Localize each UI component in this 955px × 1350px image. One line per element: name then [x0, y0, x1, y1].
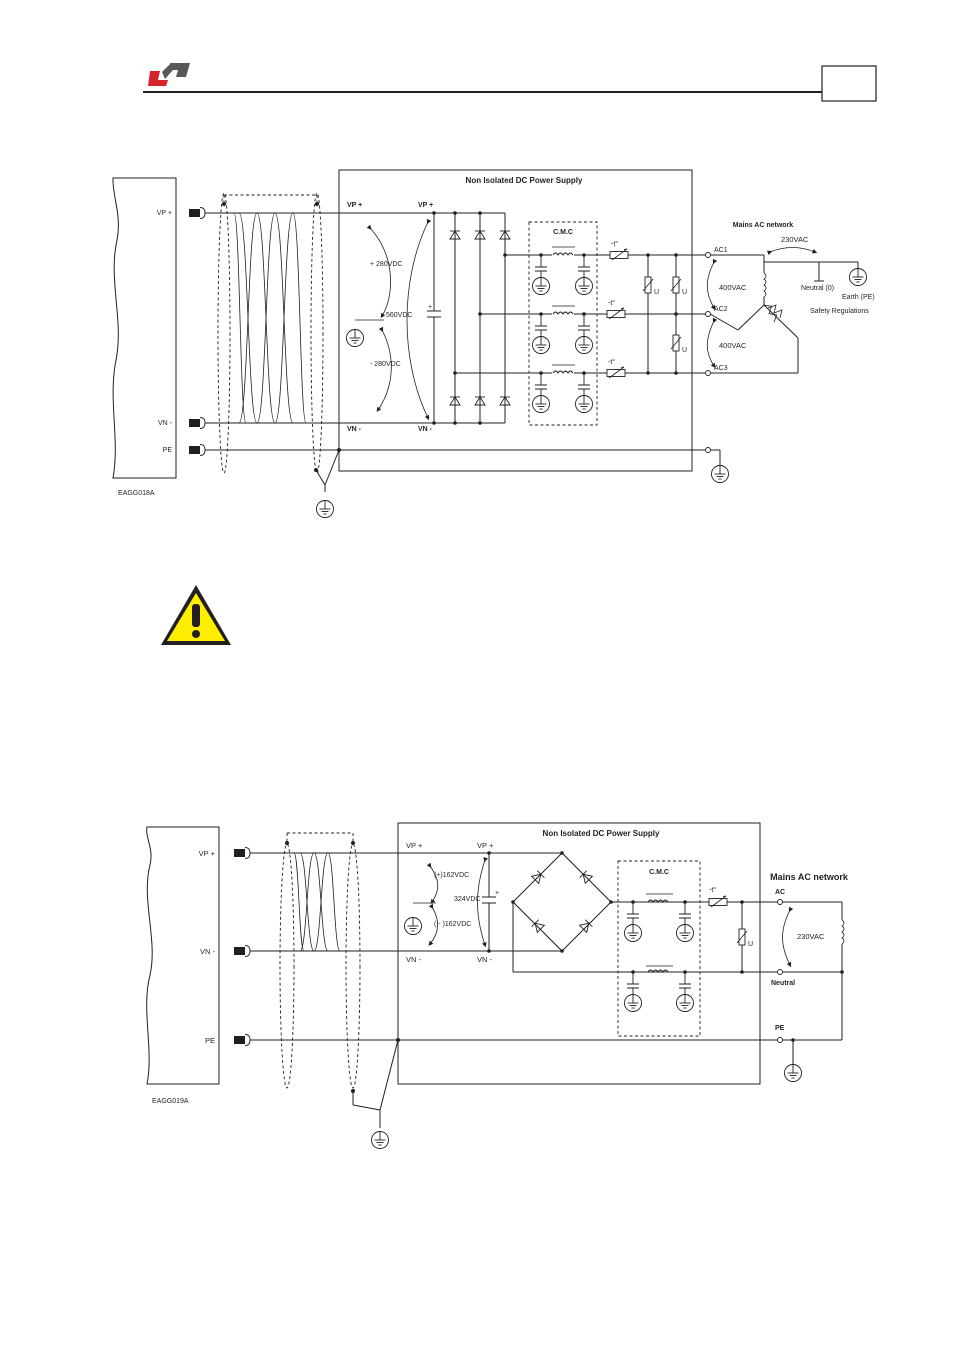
supply-title-2: Non Isolated DC Power Supply: [543, 829, 660, 838]
ac3-label: AC3: [714, 365, 728, 372]
cmc-box: [528, 221, 598, 426]
safety-label: Safety Regulations: [810, 308, 869, 315]
v-mid: 560VDC: [386, 312, 412, 319]
network-title: Mains AC network: [733, 222, 794, 229]
vac400-label-b: 400VAC: [719, 341, 747, 350]
v-mid-2: 324VDC: [454, 896, 480, 903]
v-plus-2: (+)162VDC: [434, 872, 469, 879]
v-minus: - 280VDC: [370, 361, 401, 368]
page-number-box: [821, 65, 877, 102]
vac230-label: 230VAC: [781, 235, 809, 244]
vac230-label-2: 230VAC: [797, 932, 825, 941]
drive-pe-label: PE: [163, 447, 173, 454]
v-minus-2: ( - )162VDC: [434, 921, 471, 928]
vp-label: VP +: [347, 202, 362, 209]
vp-label-b: VP +: [406, 841, 423, 850]
pe-net-label: PE: [775, 1025, 785, 1032]
company-logo: [148, 63, 190, 86]
cmc-box-2: [617, 860, 701, 1037]
supply-box: [338, 169, 693, 472]
vp-label-2: VP +: [418, 202, 433, 209]
drive-vn-label: VN -: [158, 420, 173, 427]
ntc-2: -t°: [608, 299, 615, 307]
diagram-code: EAGG018A: [118, 490, 155, 497]
ntc-b: -t°: [709, 886, 716, 894]
vdr-3: U: [682, 347, 687, 354]
drive-vp-label-2: VP +: [199, 849, 216, 858]
twisted-cable-2: [279, 843, 361, 1089]
diagram-code-2: EAGG019A: [152, 1098, 189, 1105]
drive-pe-label-2: PE: [205, 1036, 215, 1045]
v-plus: + 280VDC: [370, 261, 403, 268]
drive-body: [112, 177, 177, 479]
neutral-label: Neutral (0): [801, 285, 834, 292]
diagram-three-phase: VP + VN - PE EAGG018A: [112, 169, 875, 518]
vn-label-b: VN -: [406, 955, 422, 964]
ac2-label: AC2: [714, 306, 728, 313]
earth-label: Earth (PE): [842, 294, 875, 301]
supply-title: Non Isolated DC Power Supply: [466, 176, 583, 185]
drive-vn-label-2: VN -: [200, 947, 216, 956]
cap-plus-2: +: [495, 890, 499, 897]
vdr-2: U: [682, 289, 687, 296]
warning-icon: [161, 585, 231, 645]
cap-plus: +: [428, 304, 432, 311]
vac400-label-a: 400VAC: [719, 283, 747, 292]
vdr-1: U: [654, 289, 659, 296]
ntc-1: -t°: [611, 240, 618, 248]
ac-label: AC: [775, 889, 785, 896]
supply-box-2: [397, 822, 761, 1085]
cmc-label-2: C.M.C: [649, 869, 669, 876]
vn-label-2: VN -: [418, 426, 433, 433]
vp-label-b2: VP +: [477, 841, 494, 850]
ntc-3: -t°: [608, 358, 615, 366]
drive-vp-label: VP +: [157, 210, 172, 217]
vn-label-b2: VN -: [477, 955, 493, 964]
drive-body-2: [146, 826, 220, 1085]
neutral-label-2: Neutral: [771, 980, 795, 987]
network-title-2: Mains AC network: [770, 872, 849, 882]
vdr-b: U: [748, 941, 753, 948]
vn-label: VN -: [347, 426, 362, 433]
cmc-label: C.M.C: [553, 229, 573, 236]
diagram-single-phase: VP + VN - PE EAGG019A Non Isolated: [146, 822, 849, 1149]
ac1-label: AC1: [714, 247, 728, 254]
twisted-cable: [217, 192, 324, 474]
